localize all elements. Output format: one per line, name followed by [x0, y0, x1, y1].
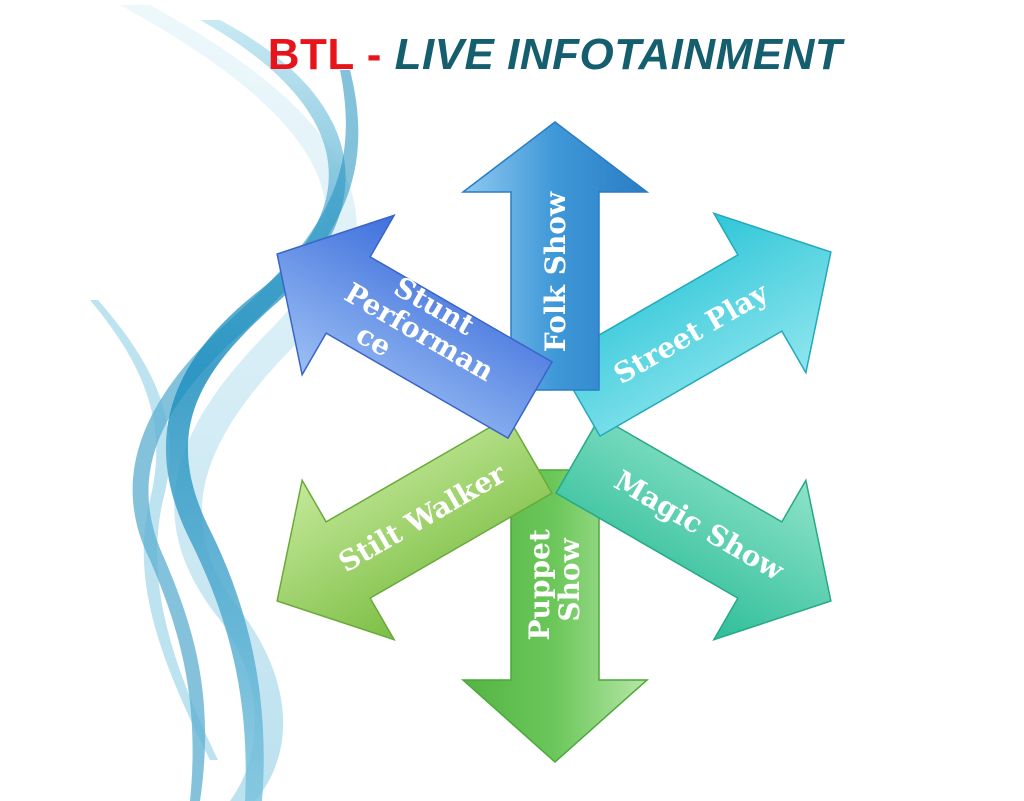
page-title: BTL - LIVE INFOTAINMENT [0, 30, 1024, 80]
title-separator: - [353, 30, 395, 79]
arrow-label-folk: Folk Show [539, 191, 572, 352]
title-brand: BTL [267, 30, 354, 79]
arrow-label-puppet-2: Show [553, 537, 586, 621]
title-rest: LIVE INFOTAINMENT [394, 30, 843, 79]
arrow-folk-show: Folk Show [460, 121, 650, 391]
arrow-label-puppet: Puppet [523, 529, 556, 640]
arrow-puppet-show: Puppet Show [461, 469, 649, 764]
svg-text:Puppet Show: Puppet Show [523, 519, 586, 640]
